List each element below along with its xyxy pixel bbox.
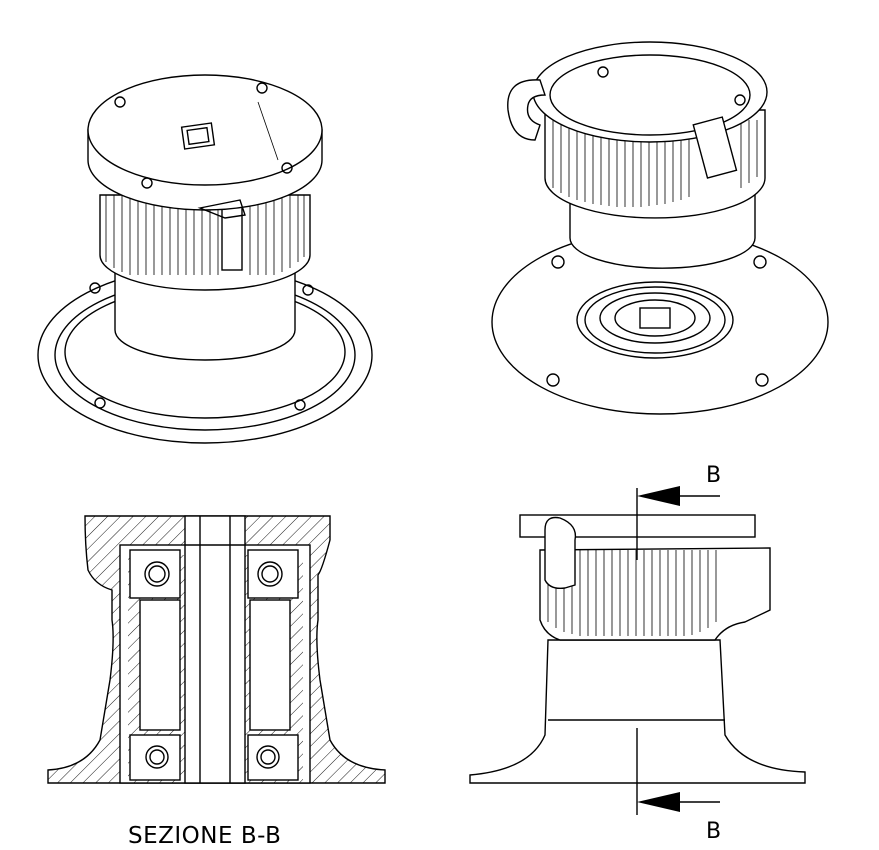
section-arrow-top (637, 486, 720, 506)
section-caption: SEZIONE B-B (128, 823, 281, 849)
elevation-view (469, 486, 806, 815)
isometric-view-bottom (491, 41, 829, 415)
section-marker-bottom: B (706, 819, 721, 844)
section-marker-top: B (706, 463, 721, 488)
section-arrow-bottom (637, 792, 720, 812)
section-view (47, 515, 386, 784)
isometric-view-top (37, 74, 373, 444)
